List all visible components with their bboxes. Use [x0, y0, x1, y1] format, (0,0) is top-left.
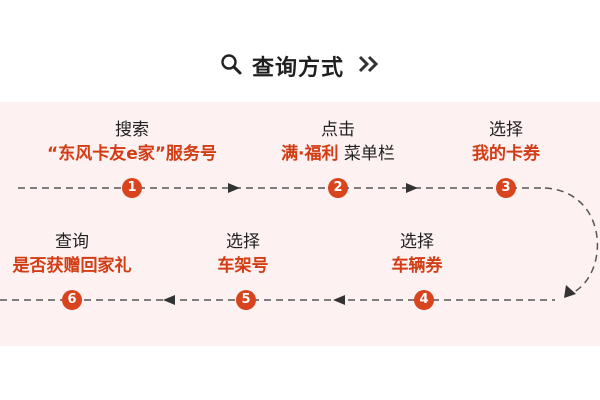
step-4-label: 选择 车辆券 [392, 230, 443, 278]
step-5-object: 车架号 [217, 256, 269, 276]
arrow-right-icon [228, 183, 240, 193]
header: 查询方式 [0, 46, 600, 86]
step-3-label: 选择 我的卡券 [472, 118, 540, 166]
step-1-badge: 1 [122, 178, 142, 198]
step-2-object-extra: 菜单栏 [338, 144, 395, 164]
step-1-label: 搜索 “东风卡友e家”服务号 [47, 118, 217, 166]
arrow-left-icon [333, 295, 345, 305]
step-2-label: 点击 满·福利 菜单栏 [281, 118, 395, 166]
step-4-badge: 4 [414, 290, 434, 310]
arrow-down-left-icon [564, 285, 576, 298]
step-6-verb: 查询 [55, 232, 89, 252]
step-6-badge: 6 [62, 290, 82, 310]
step-5-verb: 选择 [226, 232, 260, 252]
steps-panel: 搜索 “东风卡友e家”服务号 1 点击 满·福利 菜单栏 2 选择 我的卡券 3… [0, 102, 600, 346]
step-1-verb: 搜索 [114, 120, 149, 140]
step-3-object: 我的卡券 [472, 144, 540, 164]
step-4-verb: 选择 [400, 232, 434, 252]
step-6-label: 查询 是否获赠回家礼 [13, 230, 132, 278]
arrow-right-icon [406, 183, 418, 193]
page-title: 查询方式 [251, 56, 344, 81]
step-2-object: 满·福利 菜单栏 [281, 142, 395, 166]
arrow-left-icon [163, 295, 175, 305]
search-icon [220, 53, 242, 79]
step-5-badge: 5 [236, 290, 256, 310]
step-2-verb: 点击 [321, 120, 355, 140]
step-5-label: 选择 车架号 [218, 230, 269, 278]
flow-path [0, 183, 599, 305]
step-3-verb: 选择 [489, 120, 523, 140]
step-2-object-main: 满·福利 [281, 144, 339, 164]
step-6-object: 是否获赠回家礼 [12, 256, 132, 276]
step-4-object: 车辆券 [391, 256, 443, 276]
step-2-badge: 2 [328, 178, 348, 198]
double-chevron-right-icon [358, 55, 380, 77]
step-3-badge: 3 [496, 178, 516, 198]
step-1-object: “东风卡友e家”服务号 [47, 144, 217, 164]
